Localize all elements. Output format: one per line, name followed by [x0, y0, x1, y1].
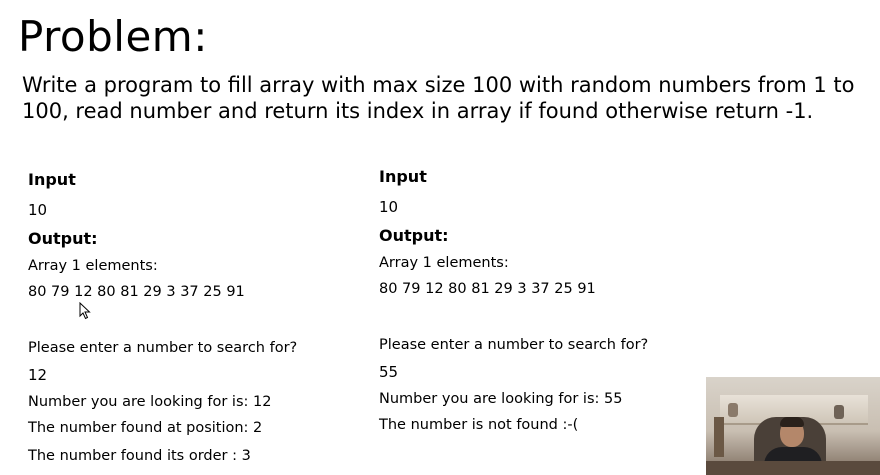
found-order-text: The number found its order : 3: [28, 448, 251, 464]
webcam-overlay: [706, 377, 880, 475]
search-prompt: Please enter a number to search for?: [28, 340, 298, 356]
found-position-text: The number found at position: 2: [28, 420, 263, 436]
entered-number: 55: [379, 363, 399, 381]
lamp: [714, 417, 724, 457]
not-found-text: The number is not found :-(: [379, 417, 579, 433]
desk: [706, 461, 880, 475]
page-title: Problem:: [18, 12, 208, 61]
input-label: Input: [28, 170, 76, 189]
input-label: Input: [379, 167, 427, 186]
input-value: 10: [28, 201, 48, 219]
array-values: 80 79 12 80 81 29 3 37 25 91: [28, 284, 245, 300]
output-label: Output:: [379, 226, 449, 245]
looking-for-text: Number you are looking for is: 12: [28, 394, 272, 410]
array-label: Array 1 elements:: [28, 258, 158, 274]
array-label: Array 1 elements:: [379, 255, 509, 271]
problem-statement: Write a program to fill array with max s…: [22, 73, 855, 123]
search-prompt: Please enter a number to search for?: [379, 337, 649, 353]
input-value: 10: [379, 198, 399, 216]
looking-for-text: Number you are looking for is: 55: [379, 391, 623, 407]
output-label: Output:: [28, 229, 98, 248]
mouse-cursor-icon: [79, 302, 91, 320]
entered-number: 12: [28, 366, 48, 384]
array-values: 80 79 12 80 81 29 3 37 25 91: [379, 281, 596, 297]
